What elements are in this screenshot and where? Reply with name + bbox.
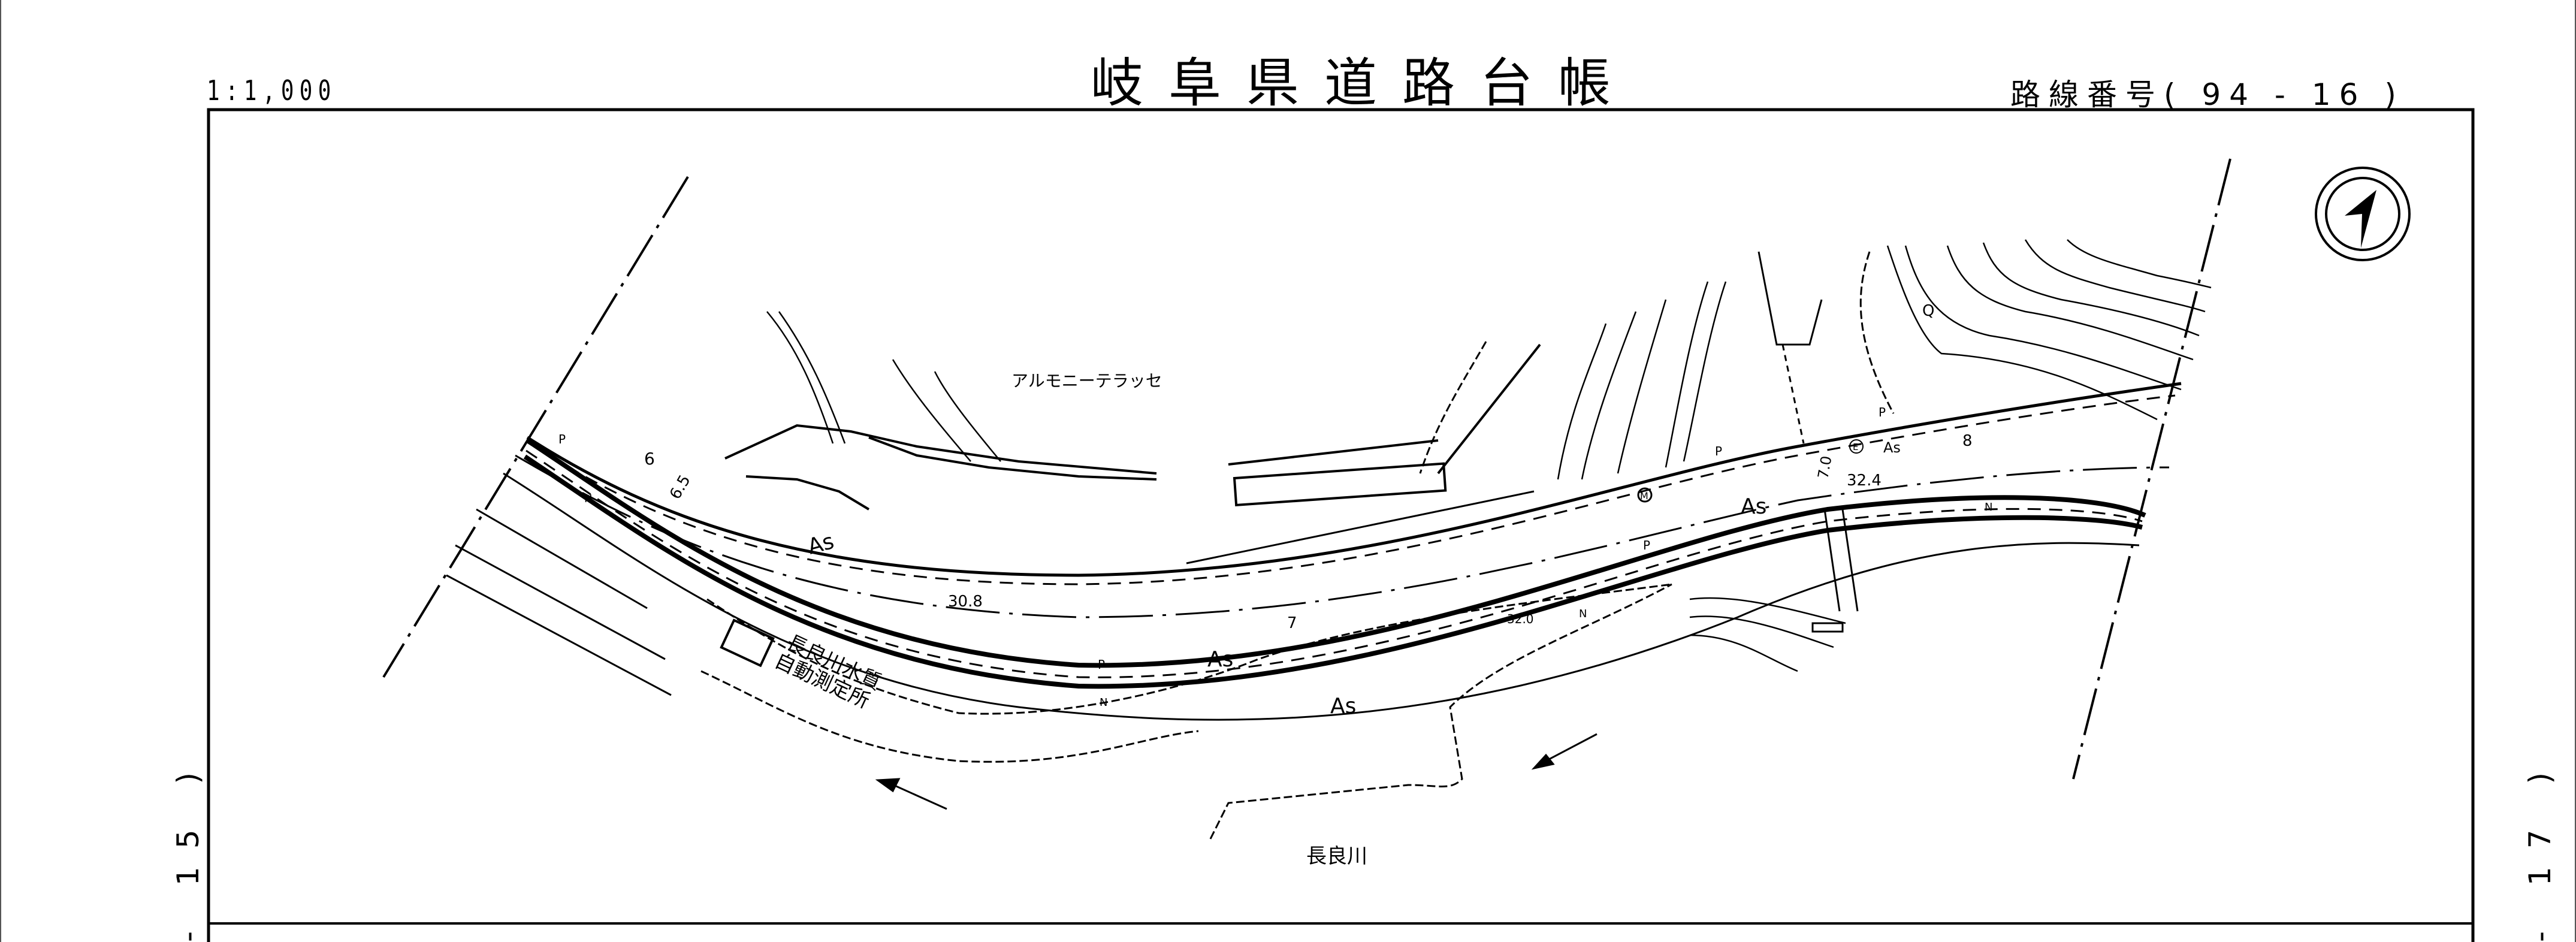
- label-pole-1: P: [558, 432, 566, 446]
- section-boundary-lines: [382, 158, 2231, 780]
- page-title: 岐阜県道路台帳: [1091, 52, 1636, 114]
- label-pole-5: P: [1879, 405, 1886, 419]
- contour-lines: [766, 239, 2212, 672]
- label-north-3: N: [1579, 608, 1587, 620]
- label-pole-3: P: [1643, 538, 1650, 552]
- station-building: [720, 618, 775, 668]
- svg-text:E: E: [1853, 442, 1858, 452]
- page-edge-right: [2575, 0, 2576, 942]
- label-width-7-0: 7.0: [1814, 455, 1835, 480]
- label-north-2: N: [1100, 696, 1107, 709]
- road-edges: [503, 382, 2182, 721]
- label-width-6-5: 6.5: [666, 472, 694, 503]
- river-flow-arrow-icon: [875, 733, 1597, 810]
- label-width-7: 7: [1287, 614, 1297, 632]
- map-scale: 1:1,000: [207, 74, 337, 107]
- label-pole-4: P: [1715, 444, 1722, 458]
- svg-text:M: M: [1640, 490, 1648, 502]
- route-number: 路線番号( 94 - 16 ): [2010, 77, 2405, 112]
- label-north-1: N: [584, 493, 592, 505]
- label-width-8: 8: [1962, 432, 1973, 450]
- symbol-m-icon: M: [1637, 487, 1653, 503]
- label-width-6: 6: [644, 449, 655, 469]
- label-pavement-3: As: [1330, 694, 1356, 718]
- label-river: 長良川: [1306, 844, 1367, 868]
- label-dist-30-8: 30.8: [948, 593, 983, 611]
- label-terrace: アルモニーテラッセ: [1011, 371, 1162, 391]
- culvert-structure: [1757, 251, 1859, 633]
- label-pole-2: P: [1098, 657, 1105, 672]
- slope-edges: [700, 251, 1895, 840]
- page-edge-left: [0, 0, 1, 942]
- upper-structures: [724, 343, 1541, 564]
- left-parallel-lines: [446, 508, 672, 696]
- map-labels: アルモニーテラッセ 長良川水質 自動測定所 長良川 As As As As As…: [558, 302, 1992, 868]
- map-frame: [207, 108, 2475, 942]
- symbol-e-icon: E: [1849, 439, 1864, 454]
- label-pavement-4: As: [1741, 494, 1766, 519]
- label-symbol-q: Q: [1922, 302, 1934, 320]
- north-arrow-icon: [2315, 167, 2411, 261]
- label-pavement-2: As: [1207, 647, 1233, 672]
- label-north-4: N: [1985, 501, 1992, 514]
- label-dist-32-4: 32.4: [1847, 472, 1882, 490]
- label-dist-32-0: 32.0: [1507, 612, 1534, 626]
- label-pavement-5: As: [1883, 439, 1901, 456]
